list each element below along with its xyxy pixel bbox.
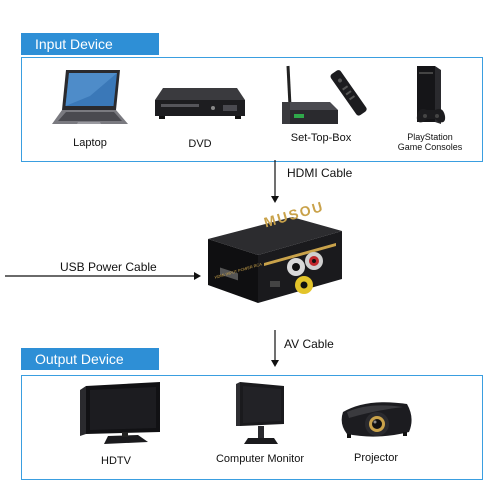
device-playstation: PlayStation Game Consoles: [385, 64, 475, 152]
hdmi-to-av-converter: MUSOU HDMI INPUT POWER RCA: [200, 198, 350, 315]
input-device-title: Input Device: [21, 33, 159, 55]
device-hdtv: HDTV: [66, 382, 166, 468]
device-label: DVD: [188, 138, 212, 150]
laptop-icon: [44, 66, 136, 130]
device-label: Laptop: [73, 137, 107, 149]
hdmi-cable-label: HDMI Cable: [287, 166, 353, 180]
device-dvd: DVD: [150, 82, 250, 151]
usb-power-cable-label: USB Power Cable: [60, 260, 157, 274]
output-device-title: Output Device: [21, 348, 159, 370]
device-label: Projector: [353, 452, 399, 464]
playstation-icon: [385, 64, 475, 130]
av-cable-label: AV Cable: [284, 337, 334, 351]
device-label: Computer Monitor: [215, 453, 305, 465]
device-label: Game Consoles: [397, 142, 463, 152]
device-label: Set-Top-Box: [290, 132, 352, 144]
hdtv-icon: [66, 382, 166, 446]
device-label: HDTV: [101, 455, 131, 467]
computer-monitor-icon: [208, 380, 312, 446]
device-label: PlayStation: [407, 132, 453, 142]
dvd-player-icon: [150, 82, 250, 122]
device-set-top-box: Set-Top-Box: [272, 62, 370, 145]
device-computer-monitor: Computer Monitor: [208, 380, 312, 466]
set-top-box-icon: [272, 62, 370, 130]
device-projector: Projector: [328, 394, 424, 465]
projector-icon: [328, 394, 424, 444]
hdmi-to-av-converter-icon: [200, 205, 350, 320]
device-laptop: Laptop: [44, 66, 136, 150]
